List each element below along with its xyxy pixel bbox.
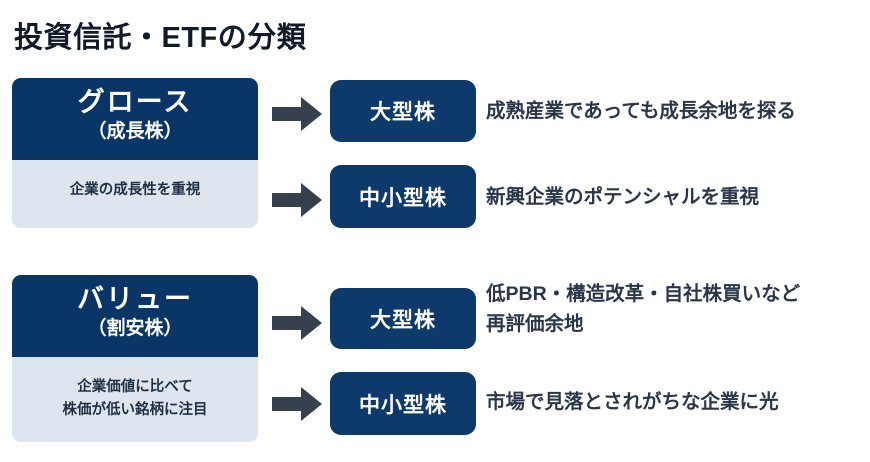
category-header-growth: グロース （成長株） [12, 78, 258, 160]
category-card-growth: グロース （成長株） 企業の成長性を重視 [12, 78, 258, 228]
category-description-value: 企業価値に比べて 株価が低い銘柄に注目 [12, 357, 258, 442]
category-description-line: 企業価値に比べて [77, 379, 193, 395]
category-name-main: バリュー [77, 284, 193, 314]
category-description-growth: 企業の成長性を重視 [12, 160, 258, 228]
description-line: 低PBR・構造改革・自社株買いなど [486, 283, 801, 305]
size-pill-small-mid-cap-value[interactable]: 中小型株 [330, 372, 476, 435]
category-header-value: バリュー （割安株） [12, 275, 258, 357]
category-name-main: グロース [77, 87, 193, 117]
category-description-line: 企業の成長性を重視 [69, 182, 201, 198]
category-name-sub: （割安株） [87, 317, 183, 339]
arrow-right-icon [272, 96, 322, 132]
description-line: 成熟産業であっても成長余地を探る [486, 100, 796, 122]
size-pill-small-mid-cap-growth[interactable]: 中小型株 [330, 165, 476, 228]
category-group-value: バリュー （割安株） 企業価値に比べて 株価が低い銘柄に注目 大型株 低PBR・… [0, 275, 870, 443]
description-value-large-cap: 低PBR・構造改革・自社株買いなど 再評価余地 [486, 280, 866, 339]
category-group-growth: グロース （成長株） 企業の成長性を重視 大型株 成熟産業であっても成長余地を探… [0, 78, 870, 230]
arrow-right-icon [272, 386, 322, 422]
arrow-right-icon [272, 305, 322, 341]
category-name-sub: （成長株） [87, 120, 183, 142]
description-value-small-mid-cap: 市場で見落とされがちな企業に光 [486, 388, 866, 418]
description-growth-small-mid-cap: 新興企業のポテンシャルを重視 [486, 183, 866, 213]
description-line: 新興企業のポテンシャルを重視 [486, 186, 760, 208]
category-description-line: 株価が低い銘柄に注目 [62, 402, 208, 419]
size-pill-large-cap-value[interactable]: 大型株 [330, 288, 476, 349]
arrow-right-icon [272, 182, 322, 218]
page-title: 投資信託・ETFの分類 [14, 22, 307, 54]
description-growth-large-cap: 成熟産業であっても成長余地を探る [486, 97, 866, 127]
description-line: 再評価余地 [486, 312, 584, 335]
description-line: 市場で見落とされがちな企業に光 [486, 391, 779, 413]
size-pill-large-cap-growth[interactable]: 大型株 [330, 80, 476, 142]
category-card-value: バリュー （割安株） 企業価値に比べて 株価が低い銘柄に注目 [12, 275, 258, 442]
